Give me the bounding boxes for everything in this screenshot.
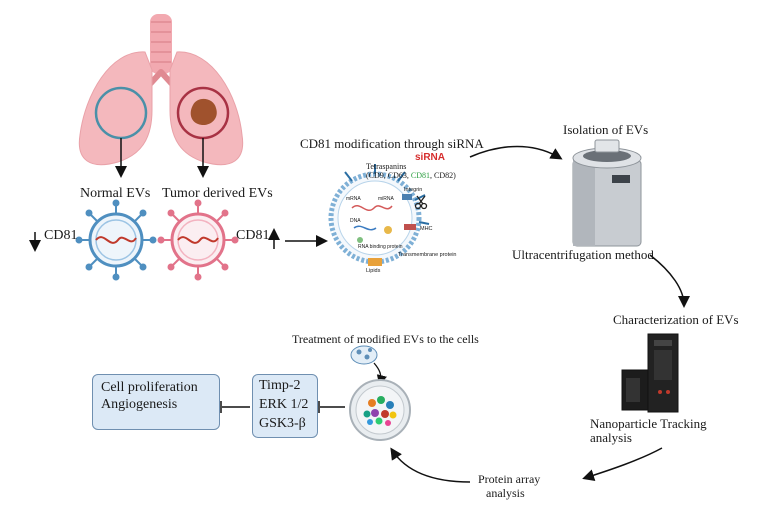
ev-label-mhc: MHC [420, 226, 433, 232]
tumor-ev-vesicle [157, 199, 239, 281]
cell-culture-dish [349, 379, 411, 441]
outcome-box: Cell proliferation Angiogenesis [92, 374, 220, 430]
outcome-cell-proliferation: Cell proliferation [101, 380, 198, 395]
cd81-left-label: CD81 [44, 228, 78, 243]
nta-label-line2: analysis [590, 430, 632, 445]
ev-structure-diagram [328, 164, 430, 266]
normal-ev-vesicle [75, 199, 157, 281]
arrow-to-isolation [469, 145, 563, 160]
treatment-label: Treatment of modified EVs to the cells [292, 332, 479, 346]
ultracentrifuge-illustration [572, 139, 642, 247]
lungs-illustration [78, 14, 244, 166]
protein-array-line2: analysis [486, 486, 525, 500]
ev-label-integrin: Integrin [404, 187, 423, 193]
scissors-icon [414, 195, 428, 210]
arrow-to-characterization [649, 254, 690, 308]
ultracentrifugation-label: Ultracentrifugation method [512, 247, 654, 262]
left-lung [78, 51, 153, 166]
tetraspanins-label: Tetraspanins [366, 162, 407, 171]
tumor-evs-label: Tumor derived EVs [162, 186, 273, 201]
ev-label-transmembrane: Transmembrane protein [398, 252, 457, 258]
normal-evs-label: Normal EVs [80, 186, 151, 201]
markers-box: Timp-2 ERK 1/2 GSK3-β [252, 374, 318, 438]
marker-timp2: Timp-2 [259, 378, 301, 393]
arrow-to-protein-array [582, 447, 663, 481]
inhibition-arrows [220, 401, 345, 413]
ev-label-lipids: Lipids [366, 268, 381, 274]
ev-label-mrna: mRNA [346, 196, 361, 202]
nta-instrument-illustration [621, 333, 679, 413]
ev-droplet-icon [350, 345, 378, 365]
cd81-right-label: CD81 [236, 228, 270, 243]
sirna-label: siRNA [415, 152, 446, 163]
arrow-to-cell-dish [390, 447, 471, 483]
marker-gsk3b: GSK3-β [259, 416, 306, 431]
ev-label-rbp: RNA binding protein [358, 244, 403, 250]
isolation-label: Isolation of EVs [563, 122, 649, 137]
ev-label-mirna: miRNA [378, 196, 394, 202]
modification-label: CD81 modification through siRNA [300, 136, 484, 151]
marker-erk: ERK 1/2 [259, 397, 309, 412]
nta-label-line1: Nanoparticle Tracking [590, 416, 707, 431]
outcome-angiogenesis: Angiogenesis [101, 397, 178, 412]
tetraspanins-list: (CD9, CD63, CD81, CD82) [366, 171, 456, 180]
tumor-mass [190, 98, 217, 126]
ev-label-dna: DNA [350, 218, 361, 224]
protein-array-line1: Protein array [478, 472, 541, 486]
characterization-label: Characterization of EVs [613, 312, 739, 327]
trachea [150, 14, 172, 74]
